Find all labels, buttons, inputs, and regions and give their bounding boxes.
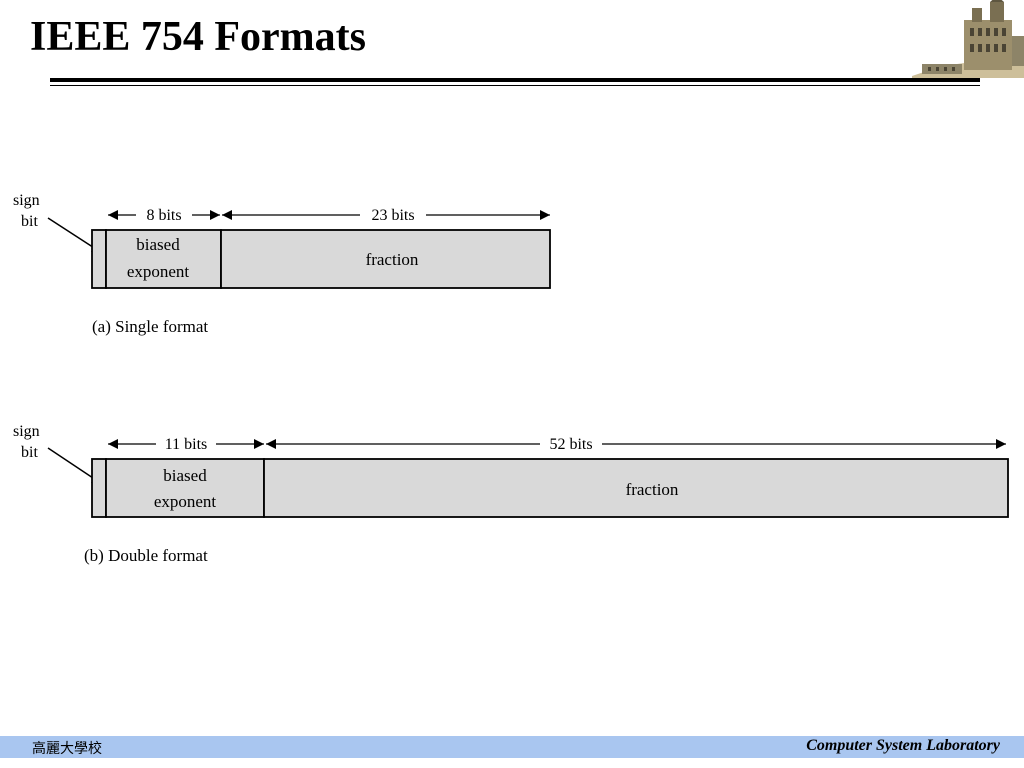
double-fraction-field — [263, 458, 1009, 518]
double-exponent-field — [105, 458, 265, 518]
double-exponent-label-line2: exponent — [154, 492, 217, 511]
single-sign-label-line2: bit — [21, 213, 38, 230]
university-building-logo — [912, 0, 1024, 78]
double-exponent-bits-label: 11 bits — [165, 436, 208, 453]
single-format-diagram: sign bit 8 bits 23 bits biased exponent … — [13, 192, 551, 336]
single-exponent-label-line2: exponent — [127, 262, 190, 281]
title-rule-thin — [50, 85, 980, 86]
single-format-caption: (a) Single format — [92, 317, 208, 336]
footer-bar: 高麗大學校 Computer System Laboratory — [0, 736, 1024, 758]
double-sign-label-line1: sign — [13, 423, 40, 440]
single-fraction-bits-label: 23 bits — [371, 207, 414, 224]
double-format-diagram: sign bit 11 bits 52 bits biased exponent… — [13, 423, 1009, 565]
footer-lab-name: Computer System Laboratory — [806, 737, 1000, 754]
title-rule-thick — [50, 78, 980, 82]
double-fraction-label: fraction — [626, 480, 679, 499]
single-exponent-field — [105, 229, 222, 289]
single-exponent-label-line1: biased — [136, 235, 180, 254]
single-fraction-field — [220, 229, 551, 289]
double-fraction-bits-label: 52 bits — [549, 436, 592, 453]
single-exponent-bits-label: 8 bits — [146, 207, 181, 224]
single-sign-label-line1: sign — [13, 192, 40, 209]
single-fraction-label: fraction — [366, 250, 419, 269]
double-exponent-label-line1: biased — [163, 466, 207, 485]
double-sign-field — [91, 458, 107, 518]
single-sign-field — [91, 229, 107, 289]
slide-title: IEEE 754 Formats — [30, 14, 366, 60]
double-sign-label-line2: bit — [21, 444, 38, 461]
double-format-caption: (b) Double format — [84, 546, 208, 565]
footer-university-name: 高麗大學校 — [32, 741, 102, 757]
